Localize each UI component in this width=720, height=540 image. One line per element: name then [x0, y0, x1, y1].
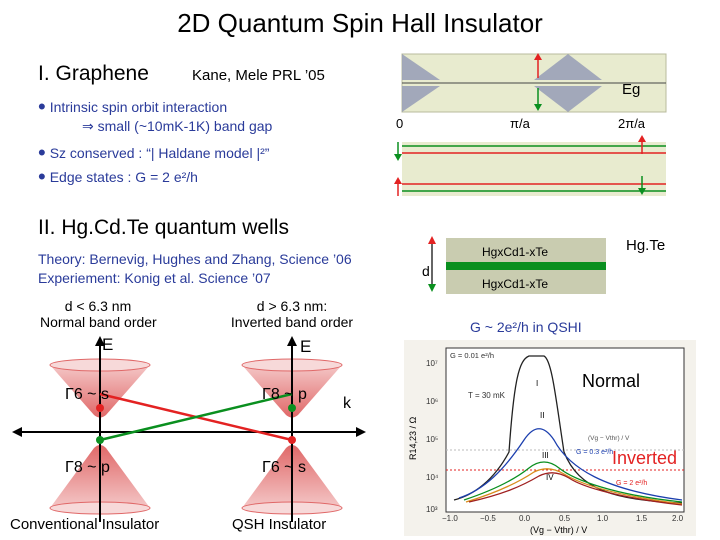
k-axis-2pi: 2π/a	[618, 116, 646, 131]
legend-g03: G = 0.3 e²/h	[576, 449, 613, 456]
x-tick-m1.0: −1.0	[442, 514, 458, 523]
graphene-reference: Kane, Mele PRL ’05	[192, 67, 325, 84]
y-tick-1e7: 10⁷	[426, 359, 438, 368]
bullet-sz-conserved: Sz conserved : “| Haldane model |²”	[38, 140, 270, 166]
x-tick-0.5: 0.5	[559, 514, 571, 523]
bottom-barrier-label: HgxCd1-xTe	[482, 277, 548, 291]
band-cones-diagram: E E k Γ6 ~ s Γ8 ~ p Γ8 ~ p Γ6 ~ s Conven…	[10, 335, 366, 533]
x-tick-2.0: 2.0	[672, 514, 684, 523]
top-barrier-label: HgxCd1-xTe	[482, 245, 548, 259]
inset-axis-label: (Vg − Vthr) / V	[588, 435, 630, 442]
left-lower-band-label: Γ8 ~ p	[65, 459, 110, 476]
curve-label-ii: II	[540, 411, 544, 420]
y-tick-1e5: 10⁵	[426, 435, 438, 444]
well-thickness-label: d	[422, 263, 430, 279]
legend-g001: G = 0.01 e²/h	[450, 351, 494, 360]
curve-label-i: I	[536, 379, 538, 388]
right-upper-band-label: Γ8 ~ p	[262, 386, 307, 403]
energy-axis-label-right: E	[300, 337, 311, 356]
y-tick-1e6: 10⁶	[426, 397, 438, 406]
k-axis-zero: 0	[396, 116, 403, 131]
x-tick-0.0: 0.0	[519, 514, 531, 523]
qsh-insulator-caption: QSH Insulator	[232, 516, 326, 533]
bullet-sz-conserved-text: Sz conserved : “| Haldane model |²”	[49, 145, 270, 161]
normal-condition: d < 6.3 nm Normal band order	[40, 298, 157, 330]
resistance-plot: 10⁷ 10⁶ 10⁵ 10⁴ 10³ −1.0 −0.5 0.0 0.5 1.…	[404, 340, 696, 536]
inverted-plot-label: Inverted	[612, 448, 678, 468]
x-tick-1.5: 1.5	[636, 514, 648, 523]
left-upper-band-label: Γ6 ~ s	[65, 386, 109, 403]
right-lower-band-label: Γ6 ~ s	[262, 459, 306, 476]
conductance-label: G ~ 2e²/h in QSHI	[470, 319, 582, 335]
inverted-condition: d > 6.3 nm: Inverted band order	[212, 298, 372, 330]
plot-x-label: (Vg − Vthr) / V	[530, 525, 587, 535]
normal-condition-line2: Normal band order	[40, 314, 157, 330]
momentum-axis-label: k	[343, 395, 352, 412]
section-graphene-heading: I. Graphene	[38, 62, 149, 85]
conventional-insulator-caption: Conventional Insulator	[10, 516, 159, 533]
inverted-condition-line1: d > 6.3 nm:	[256, 298, 328, 314]
normal-plot-label: Normal	[582, 371, 641, 391]
legend-temperature: T = 30 mK	[468, 391, 506, 400]
curve-label-iv: IV	[546, 473, 554, 482]
y-tick-1e3: 10³	[426, 505, 438, 514]
section-hgte-heading: II. Hg.Cd.Te quantum wells	[38, 216, 289, 239]
bullet-edge-states: Edge states : G = 2 e²/h	[38, 164, 198, 190]
k-axis-pi: π/a	[510, 116, 531, 131]
inverted-condition-line2: Inverted band order	[230, 314, 354, 330]
bullet-edge-states-text: Edge states : G = 2 e²/h	[49, 169, 198, 185]
legend-g2: G = 2 e²/h	[616, 480, 647, 487]
bullet-band-gap: ⇒ small (~10mK-1K) band gap	[82, 118, 273, 134]
quantum-well-diagram: d HgxCd1-xTe HgxCd1-xTe Hg.Te	[422, 236, 665, 294]
x-tick-1.0: 1.0	[597, 514, 609, 523]
bullet-spin-orbit-text: Intrinsic spin orbit interaction	[49, 99, 228, 115]
bullet-spin-orbit: Intrinsic spin orbit interaction	[38, 94, 227, 120]
gap-label: Eg	[622, 81, 640, 98]
curve-label-iii: III	[542, 451, 549, 460]
experiment-reference: Experiement: Konig et al. Science ’07	[38, 270, 271, 286]
plot-y-label: R14,23 / Ω	[408, 416, 418, 460]
x-tick-m0.5: −0.5	[480, 514, 496, 523]
theory-reference: Theory: Bernevig, Hughes and Zhang, Scie…	[38, 251, 352, 267]
graphene-band-diagram: Eg 0 π/a 2π/a	[394, 53, 667, 196]
y-tick-1e4: 10⁴	[426, 473, 439, 482]
slide-title: 2D Quantum Spin Hall Insulator	[177, 8, 543, 38]
hgte-well-label: Hg.Te	[626, 237, 665, 254]
energy-axis-label-left: E	[102, 335, 113, 354]
normal-condition-line1: d < 6.3 nm	[64, 298, 132, 314]
